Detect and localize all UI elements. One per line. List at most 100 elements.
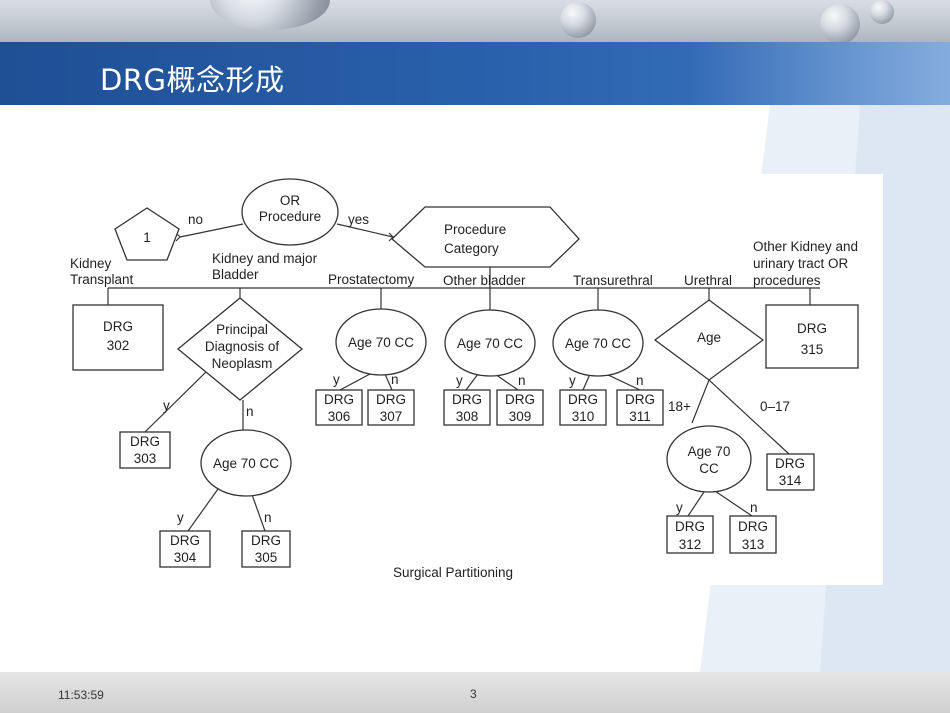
drg-number: 307 [380, 409, 403, 424]
label-age70cc: Age 70 CC [457, 336, 523, 351]
diagram-caption: Surgical Partitioning [393, 565, 513, 580]
drg-number: 315 [801, 342, 824, 357]
node-age70cc-urethral [666, 425, 752, 493]
drg-number: 309 [509, 409, 532, 424]
label-age70cc: Age 70 CC [213, 456, 279, 471]
label-cc: CC [699, 461, 719, 476]
label-bladder: Bladder [212, 267, 259, 282]
decorative-bubble [820, 4, 860, 42]
label-transplant: Transplant [70, 272, 134, 287]
label-n: n [391, 372, 399, 387]
node-age-diamond [653, 299, 765, 381]
drg-number: 312 [679, 537, 702, 552]
node-or-procedure [241, 178, 339, 246]
label-y: y [163, 398, 170, 413]
drg-number: 306 [328, 409, 351, 424]
drg-number: 308 [456, 409, 479, 424]
drg-label: DRG [251, 533, 281, 548]
slide-title: DRG概念形成 [100, 63, 285, 97]
label-n: n [750, 500, 758, 515]
footer-time: 11:53:59 [58, 688, 104, 702]
label-node-1: 1 [143, 230, 151, 245]
label-age70cc: Age 70 CC [348, 335, 414, 350]
drg-label: DRG [452, 392, 482, 407]
drg-label: DRG [170, 533, 200, 548]
label-procedure-category-2: Category [444, 241, 499, 256]
drg-label: DRG [376, 392, 406, 407]
label-yes: yes [348, 212, 369, 227]
label-prostatectomy: Prostatectomy [328, 272, 415, 287]
node-drg-315 [765, 304, 859, 369]
label-other-kidney-1: Other Kidney and [753, 239, 858, 254]
label-other-bladder: Other bladder [443, 273, 526, 288]
drg-number: 302 [107, 338, 130, 353]
node-drg-303 [119, 431, 171, 469]
drg-label: DRG [103, 319, 133, 334]
label-kidney-major: Kidney and major [212, 251, 318, 266]
node-age70cc-bladder [444, 309, 536, 377]
label-y: y [456, 373, 463, 388]
label-y: y [177, 510, 184, 525]
title-bar [0, 42, 950, 105]
node-age70cc-neoplasm [200, 429, 292, 497]
node-drg-313 [729, 515, 777, 554]
node-drg-312 [666, 515, 714, 554]
node-1-pentagon [114, 207, 180, 261]
label-other-kidney-2: urinary tract OR [753, 256, 849, 271]
label-transurethral: Transurethral [573, 273, 653, 288]
drg-label: DRG [505, 392, 535, 407]
label-n: n [264, 510, 272, 525]
decorative-bubble [560, 2, 596, 38]
label-0-17: 0–17 [760, 399, 790, 414]
node-age70cc-prostatectomy [335, 308, 427, 376]
node-drg-304 [159, 530, 211, 568]
label-n: n [636, 373, 644, 388]
label-other-kidney-3: procedures [753, 273, 821, 288]
label-neoplasm: Neoplasm [212, 356, 273, 371]
drg-number: 303 [134, 451, 157, 466]
label-n: n [246, 404, 254, 419]
drg-number: 305 [255, 550, 278, 565]
drg-label: DRG [324, 392, 354, 407]
label-y: y [676, 500, 683, 515]
label-no: no [188, 212, 203, 227]
node-drg-310 [559, 389, 607, 426]
label-y: y [333, 372, 340, 387]
drg-number: 314 [779, 473, 802, 488]
node-principal-diagnosis [176, 297, 304, 401]
label-principal: Principal [216, 322, 268, 337]
drg-number: 304 [174, 550, 197, 565]
label-age70: Age 70 [688, 444, 731, 459]
drg-number: 313 [742, 537, 765, 552]
drg-label: DRG [130, 434, 160, 449]
drg-label: DRG [775, 456, 805, 471]
node-drg-309 [496, 389, 544, 426]
node-drg-308 [443, 389, 491, 426]
node-drg-306 [315, 389, 363, 426]
node-procedure-category [391, 206, 580, 268]
decorative-bubble [870, 0, 894, 24]
label-n: n [518, 373, 526, 388]
drg-label: DRG [625, 392, 655, 407]
label-age: Age [697, 330, 721, 345]
label-y: y [569, 373, 576, 388]
label-or: OR [280, 193, 301, 208]
node-drg-311 [616, 389, 664, 426]
header-decoration-strip [0, 0, 950, 42]
drg-number: 311 [629, 409, 651, 424]
drg-label: DRG [568, 392, 598, 407]
label-18-plus: 18+ [668, 399, 691, 414]
drg-label: DRG [797, 321, 827, 336]
label-age70cc: Age 70 CC [565, 336, 631, 351]
drg-label: DRG [675, 519, 705, 534]
node-drg-302 [72, 304, 164, 371]
drg-label: DRG [738, 519, 768, 534]
label-procedure: Procedure [259, 209, 321, 224]
drg-number: 310 [572, 409, 595, 424]
label-diagnosis-of: Diagnosis of [205, 339, 280, 354]
page-number: 3 [470, 687, 477, 701]
node-age70cc-transurethral [552, 309, 644, 377]
label-urethral: Urethral [684, 273, 732, 288]
node-drg-314 [766, 453, 815, 491]
